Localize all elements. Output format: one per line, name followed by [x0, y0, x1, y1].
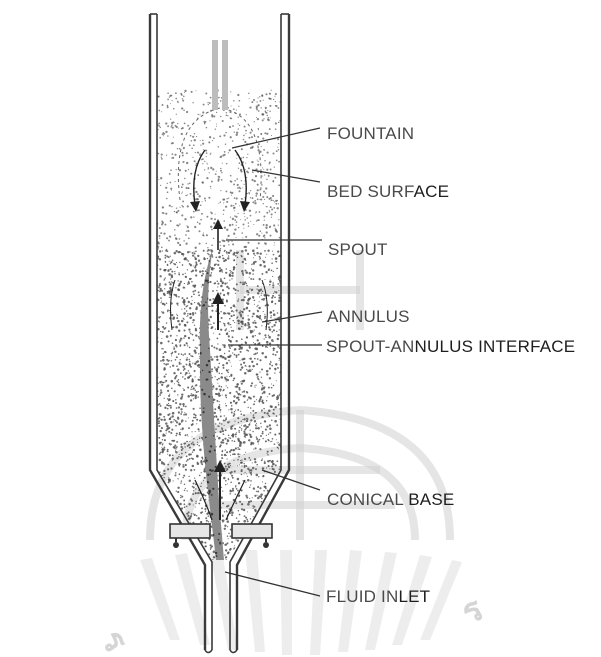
label-annulus: ANNULUS [327, 307, 410, 326]
label-fluid-inlet-part1: FLUID IN [326, 587, 398, 606]
label-fluid-inlet-part2: LET [398, 587, 430, 606]
label-conical-base-part2: BASE [408, 490, 454, 509]
label-conical-base: CONICAL BASE [327, 490, 454, 509]
label-spout-annulus-interface: SPOUT-ANNULUS INTERFACE [326, 337, 575, 356]
label-spout: SPOUT [328, 240, 388, 259]
label-bed-surface: BED SURFACE [327, 182, 449, 201]
label-conical-base-part1: CONICAL [327, 490, 408, 509]
watermark-emblem: ร ร [93, 250, 490, 657]
label-bed-surface-part2: ACE [414, 182, 450, 201]
label-bed-surface-part1: BED SURF [327, 182, 414, 201]
label-interface-part2: NULUS INTERFACE [415, 337, 576, 356]
fluid-inlet-leader [225, 572, 320, 596]
label-fluid-inlet: FLUID INLET [326, 587, 430, 606]
fountain-dome [178, 108, 261, 200]
watermark-left-char: ร [93, 623, 135, 657]
watermark-right-char: ร [455, 590, 490, 632]
label-interface-part1: SPOUT-AN [326, 337, 415, 356]
label-fountain: FOUNTAIN [327, 124, 414, 143]
top-stream [212, 40, 228, 110]
spout-core [195, 240, 235, 570]
fountain-leader [232, 128, 320, 148]
